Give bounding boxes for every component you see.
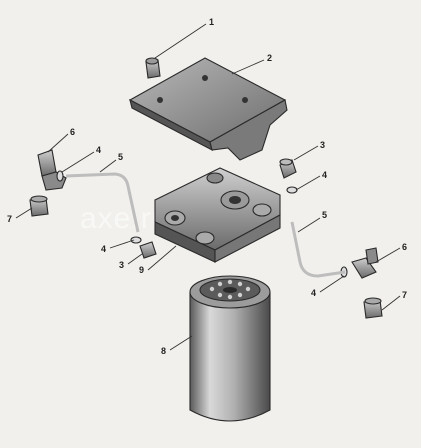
callout-7-left: 7 xyxy=(7,214,12,224)
part-5-fuel-line-right xyxy=(291,221,346,277)
callout-6-right: 6 xyxy=(402,242,407,252)
watermark-text: axe.ru xyxy=(80,202,169,235)
fuel-line-right-highlight xyxy=(290,221,346,278)
callout-4-upper-right: 4 xyxy=(322,170,327,180)
part-7-plug-left xyxy=(29,195,49,217)
part-2-mounting-bracket xyxy=(128,57,288,161)
fuel-line-left-highlight xyxy=(65,172,140,233)
part-4-washer-left-a xyxy=(56,170,64,182)
callout-4-lower-right: 4 xyxy=(311,288,316,298)
callout-3-right: 3 xyxy=(320,140,325,150)
callout-5-right: 5 xyxy=(322,210,327,220)
callout-2: 2 xyxy=(267,53,272,63)
callout-5-left: 5 xyxy=(118,152,123,162)
part-6-elbow-fitting-left xyxy=(37,149,67,191)
part-9-filter-head xyxy=(154,167,281,263)
callout-1: 1 xyxy=(209,17,214,27)
part-3-banjo-bolt-left xyxy=(139,241,157,259)
part-1-bolt xyxy=(145,57,161,79)
callout-7-right: 7 xyxy=(402,290,407,300)
callout-4-lower-left: 4 xyxy=(101,244,106,254)
callout-9: 9 xyxy=(139,265,144,275)
filter-canister-holes xyxy=(209,279,251,300)
part-7-plug-right xyxy=(363,297,383,319)
callout-6-left: 6 xyxy=(70,127,75,137)
part-4-washer-left-b xyxy=(130,236,142,244)
part-4-washer-right-a xyxy=(286,186,298,194)
callout-4-upper-left: 4 xyxy=(96,145,101,155)
part-6-elbow-fitting-right xyxy=(351,247,379,279)
part-8-filter-canister xyxy=(189,275,271,422)
leader-lines xyxy=(15,23,401,351)
part-3-fitting-right xyxy=(279,158,297,179)
callout-8: 8 xyxy=(161,346,166,356)
callout-3-left: 3 xyxy=(119,260,124,270)
